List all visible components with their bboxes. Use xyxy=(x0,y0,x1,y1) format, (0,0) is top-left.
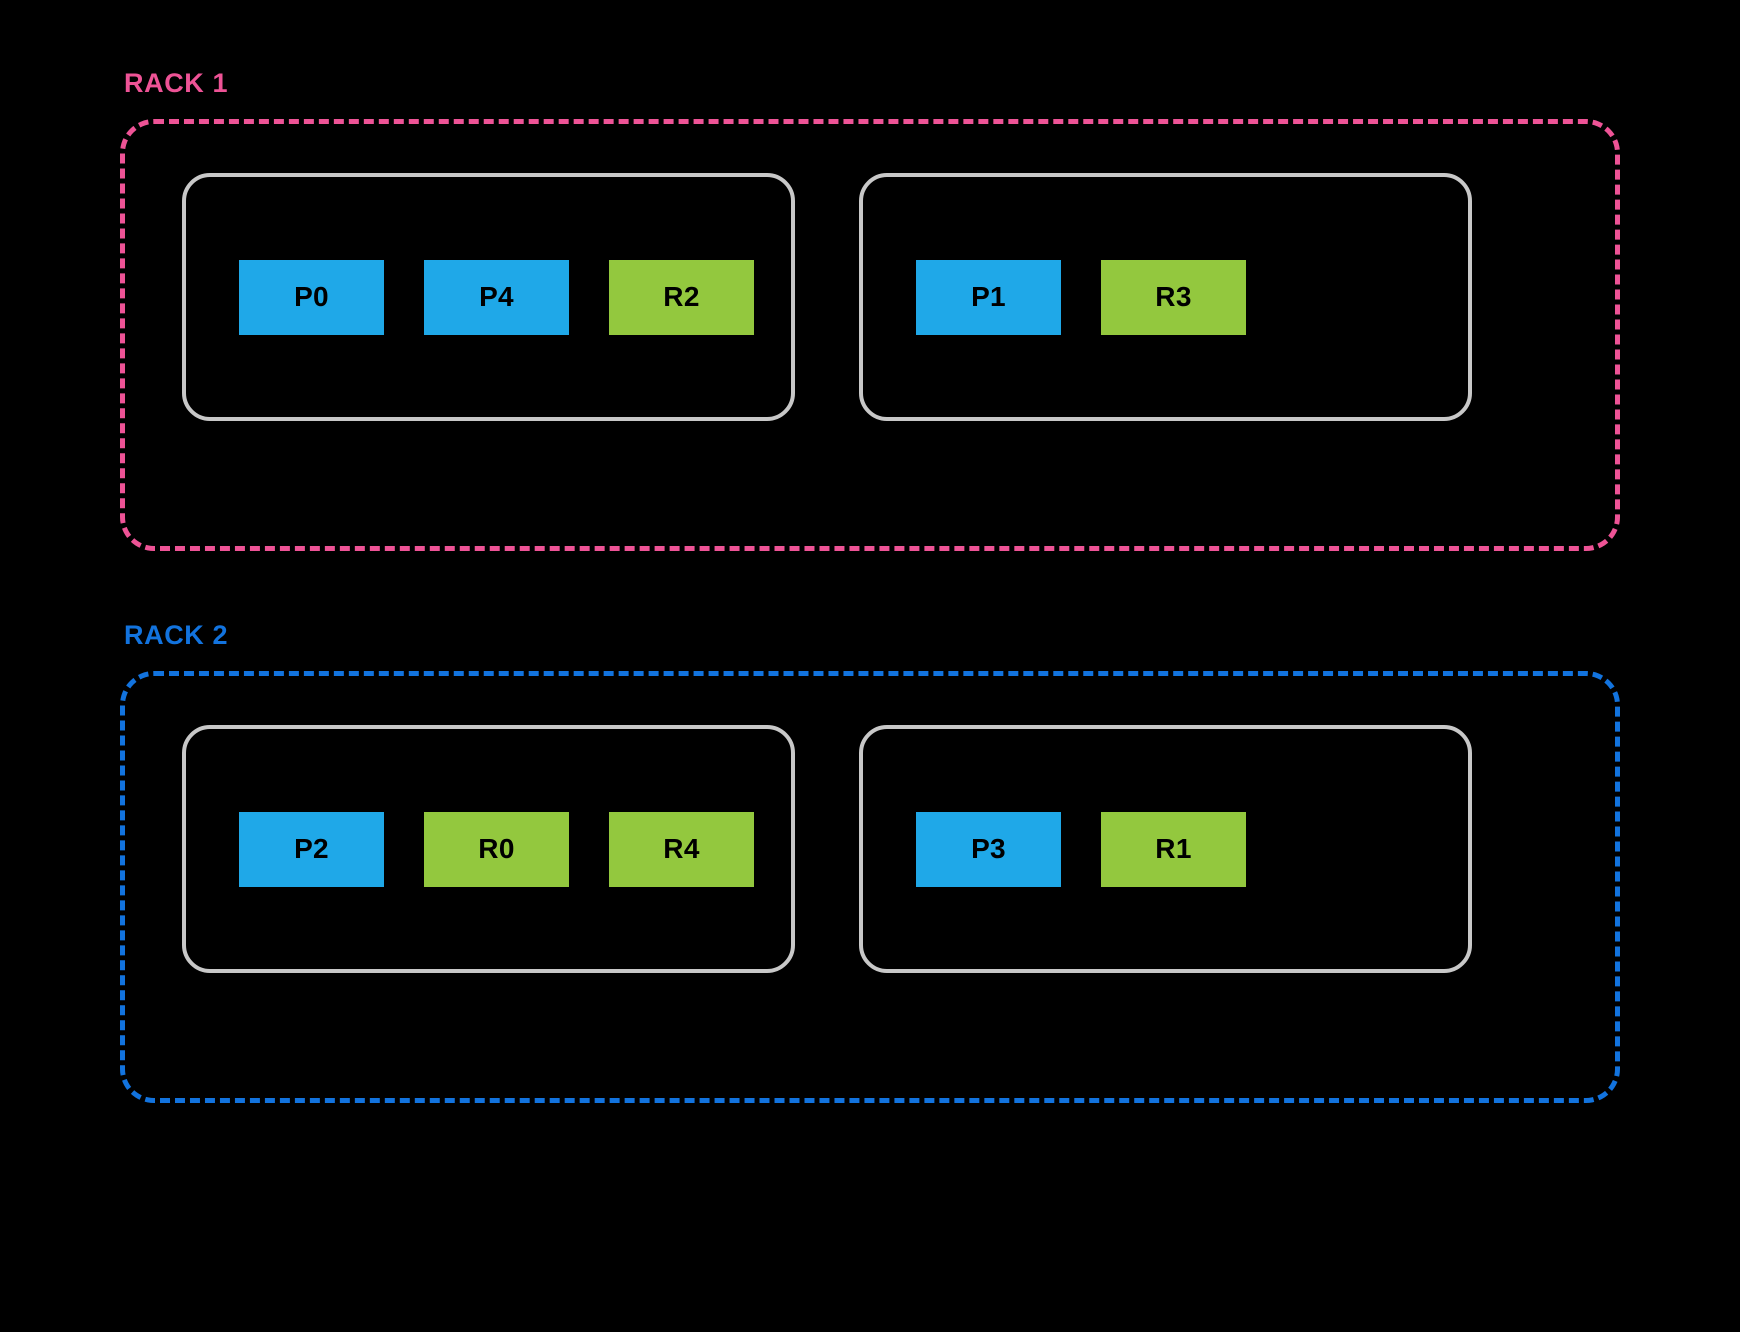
shard-chip-r0: R0 xyxy=(424,811,569,887)
rack-1-nodes: P0 P4 R2 P1 R3 xyxy=(125,124,1615,546)
rack-group-1: RACK 1 P0 P4 R2 P1 R3 xyxy=(120,70,1620,551)
node-3: P2 R0 R4 xyxy=(182,725,795,973)
shard-chip-p1: P1 xyxy=(916,259,1061,335)
shard-chip-p2: P2 xyxy=(239,811,384,887)
rack-2-nodes: P2 R0 R4 P3 R1 xyxy=(125,676,1615,1098)
rack-boundary-1: P0 P4 R2 P1 R3 xyxy=(120,119,1620,551)
shard-chip-r2: R2 xyxy=(609,259,754,335)
node-4: P3 R1 xyxy=(859,725,1472,973)
rack-label-1: RACK 1 xyxy=(124,68,229,98)
node-2: P1 R3 xyxy=(859,173,1472,421)
shard-chip-p3: P3 xyxy=(916,811,1061,887)
rack-group-2: RACK 2 P2 R0 R4 P3 R1 xyxy=(120,622,1620,1103)
node-1: P0 P4 R2 xyxy=(182,173,795,421)
rack-boundary-2: P2 R0 R4 P3 R1 xyxy=(120,671,1620,1103)
shard-chip-r4: R4 xyxy=(609,811,754,887)
shard-chip-r3: R3 xyxy=(1101,259,1246,335)
rack-label-2: RACK 2 xyxy=(124,620,229,650)
shard-chip-p4: P4 xyxy=(424,259,569,335)
shard-chip-r1: R1 xyxy=(1101,811,1246,887)
shard-chip-p0: P0 xyxy=(239,259,384,335)
